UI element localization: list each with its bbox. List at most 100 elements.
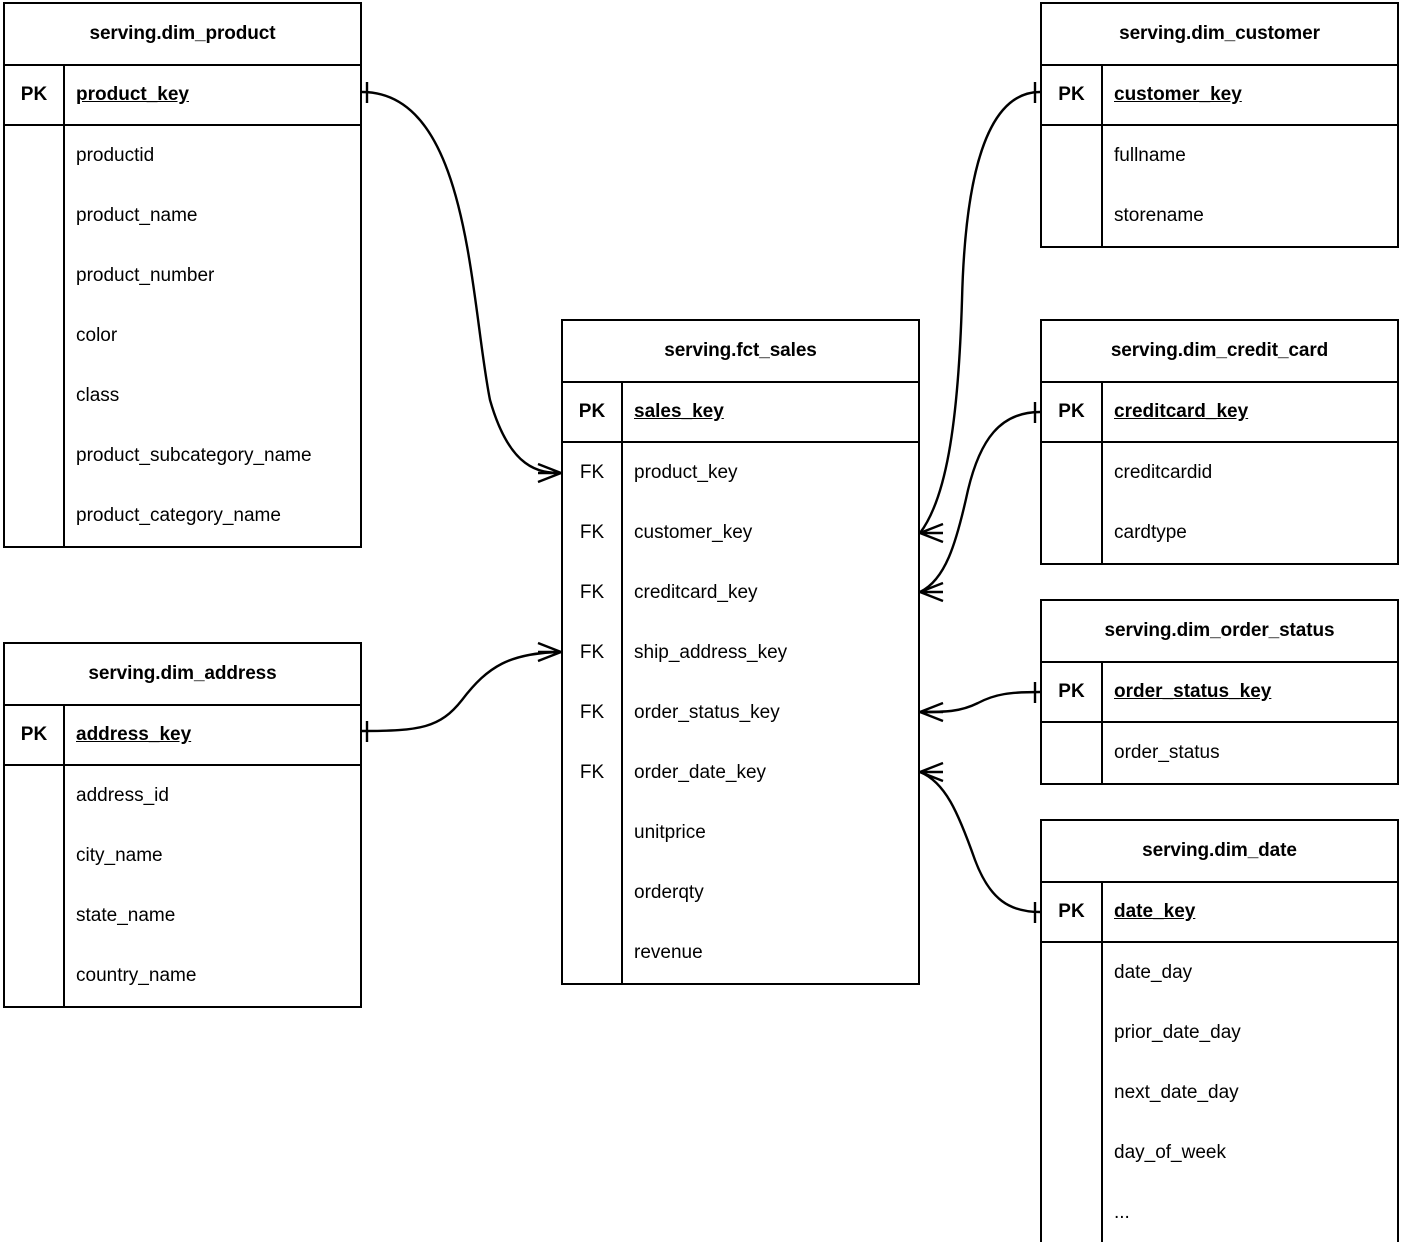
column-name: product_number bbox=[76, 264, 215, 286]
key-label bbox=[5, 306, 65, 366]
column-name: order_status_key bbox=[634, 701, 780, 723]
key-label bbox=[5, 426, 65, 486]
key-label: PK bbox=[1042, 383, 1103, 441]
key-label: PK bbox=[1042, 663, 1103, 721]
column-row-primary-key[interactable]: PK date_key bbox=[1042, 883, 1397, 943]
relationship-status-sales bbox=[919, 682, 1041, 723]
column-row-primary-key[interactable]: PK customer_key bbox=[1042, 66, 1397, 126]
column-row[interactable]: revenue bbox=[563, 923, 918, 983]
column-row[interactable]: state_name bbox=[5, 886, 360, 946]
column-name: country_name bbox=[76, 964, 197, 986]
column-row[interactable]: storename bbox=[1042, 186, 1397, 246]
column-name: address_key bbox=[76, 723, 192, 745]
column-row[interactable]: FK customer_key bbox=[563, 503, 918, 563]
key-label bbox=[5, 186, 65, 246]
column-name: order_status bbox=[1114, 741, 1220, 763]
key-label bbox=[5, 886, 65, 946]
column-row[interactable]: product_subcategory_name bbox=[5, 426, 360, 486]
column-row[interactable]: date_day bbox=[1042, 943, 1397, 1003]
column-row[interactable]: next_date_day bbox=[1042, 1063, 1397, 1123]
key-label bbox=[5, 946, 65, 1006]
key-label bbox=[1042, 503, 1103, 563]
key-label: FK bbox=[563, 743, 623, 803]
entity-dim-customer[interactable]: serving.dim_customer PK customer_key ful… bbox=[1040, 2, 1399, 248]
column-row[interactable]: product_number bbox=[5, 246, 360, 306]
column-row[interactable]: productid bbox=[5, 126, 360, 186]
entity-title: serving.dim_address bbox=[5, 644, 360, 706]
column-row[interactable]: unitprice bbox=[563, 803, 918, 863]
column-row[interactable]: fullname bbox=[1042, 126, 1397, 186]
key-label bbox=[5, 126, 65, 186]
column-row[interactable]: product_category_name bbox=[5, 486, 360, 546]
column-row[interactable]: orderqty bbox=[563, 863, 918, 923]
column-row[interactable]: address_id bbox=[5, 766, 360, 826]
entity-dim-credit-card[interactable]: serving.dim_credit_card PK creditcard_ke… bbox=[1040, 319, 1399, 565]
column-name: order_status_key bbox=[1114, 680, 1272, 702]
column-row[interactable]: prior_date_day bbox=[1042, 1003, 1397, 1063]
key-label: FK bbox=[563, 563, 623, 623]
column-name: fullname bbox=[1114, 144, 1186, 166]
column-row[interactable]: FK order_date_key bbox=[563, 743, 918, 803]
column-row[interactable]: FK ship_address_key bbox=[563, 623, 918, 683]
key-label bbox=[1042, 186, 1103, 246]
entity-columns: PK date_key date_day prior_date_day next… bbox=[1042, 883, 1397, 1242]
column-row[interactable]: city_name bbox=[5, 826, 360, 886]
column-row[interactable]: FK order_status_key bbox=[563, 683, 918, 743]
key-label: FK bbox=[563, 443, 623, 503]
column-name: unitprice bbox=[634, 821, 706, 843]
entity-fct-sales[interactable]: serving.fct_sales PK sales_key FK produc… bbox=[561, 319, 920, 985]
entity-dim-date[interactable]: serving.dim_date PK date_key date_day pr… bbox=[1040, 819, 1399, 1242]
key-label bbox=[1042, 443, 1103, 503]
column-row[interactable]: product_name bbox=[5, 186, 360, 246]
entity-title: serving.dim_customer bbox=[1042, 4, 1397, 66]
entity-columns: PK customer_key fullname storename bbox=[1042, 66, 1397, 246]
column-name: date_key bbox=[1114, 900, 1196, 922]
key-label bbox=[1042, 1123, 1103, 1183]
entity-title: serving.dim_order_status bbox=[1042, 601, 1397, 663]
column-row-primary-key[interactable]: PK product_key bbox=[5, 66, 360, 126]
column-row-primary-key[interactable]: PK order_status_key bbox=[1042, 663, 1397, 723]
column-name: productid bbox=[76, 144, 155, 166]
column-name: creditcardid bbox=[1114, 461, 1213, 483]
key-label bbox=[1042, 126, 1103, 186]
column-row[interactable]: day_of_week bbox=[1042, 1123, 1397, 1183]
column-row[interactable]: cardtype bbox=[1042, 503, 1397, 563]
key-label: FK bbox=[563, 623, 623, 683]
key-label: PK bbox=[1042, 66, 1103, 124]
key-label bbox=[1042, 1183, 1103, 1242]
entity-columns: PK address_key address_id city_name stat… bbox=[5, 706, 360, 1006]
column-row[interactable]: class bbox=[5, 366, 360, 426]
column-row[interactable]: FK creditcard_key bbox=[563, 563, 918, 623]
column-row[interactable]: ... bbox=[1042, 1183, 1397, 1242]
column-row[interactable]: creditcardid bbox=[1042, 443, 1397, 503]
column-name: customer_key bbox=[1114, 83, 1242, 105]
column-row-primary-key[interactable]: PK creditcard_key bbox=[1042, 383, 1397, 443]
column-name: prior_date_day bbox=[1114, 1021, 1241, 1043]
entity-dim-address[interactable]: serving.dim_address PK address_key addre… bbox=[3, 642, 362, 1008]
column-row[interactable]: order_status bbox=[1042, 723, 1397, 783]
column-row[interactable]: FK product_key bbox=[563, 443, 918, 503]
column-name: product_subcategory_name bbox=[76, 444, 312, 466]
column-name: customer_key bbox=[634, 521, 753, 543]
column-name: order_date_key bbox=[634, 761, 767, 783]
column-name: address_id bbox=[76, 784, 169, 806]
entity-title: serving.dim_date bbox=[1042, 821, 1397, 883]
key-label: PK bbox=[5, 706, 65, 764]
column-row[interactable]: color bbox=[5, 306, 360, 366]
key-label: PK bbox=[5, 66, 65, 124]
column-name: creditcard_key bbox=[634, 581, 758, 603]
column-row[interactable]: country_name bbox=[5, 946, 360, 1006]
column-name: revenue bbox=[634, 941, 703, 963]
column-row-primary-key[interactable]: PK sales_key bbox=[563, 383, 918, 443]
key-label: FK bbox=[563, 503, 623, 563]
column-name: product_key bbox=[76, 83, 189, 105]
column-name: day_of_week bbox=[1114, 1141, 1226, 1163]
column-name: storename bbox=[1114, 204, 1204, 226]
entity-dim-product[interactable]: serving.dim_product PK product_key produ… bbox=[3, 2, 362, 548]
entity-dim-order-status[interactable]: serving.dim_order_status PK order_status… bbox=[1040, 599, 1399, 785]
column-row-primary-key[interactable]: PK address_key bbox=[5, 706, 360, 766]
column-name: orderqty bbox=[634, 881, 704, 903]
column-name: date_day bbox=[1114, 961, 1193, 983]
entity-columns: PK creditcard_key creditcardid cardtype bbox=[1042, 383, 1397, 563]
